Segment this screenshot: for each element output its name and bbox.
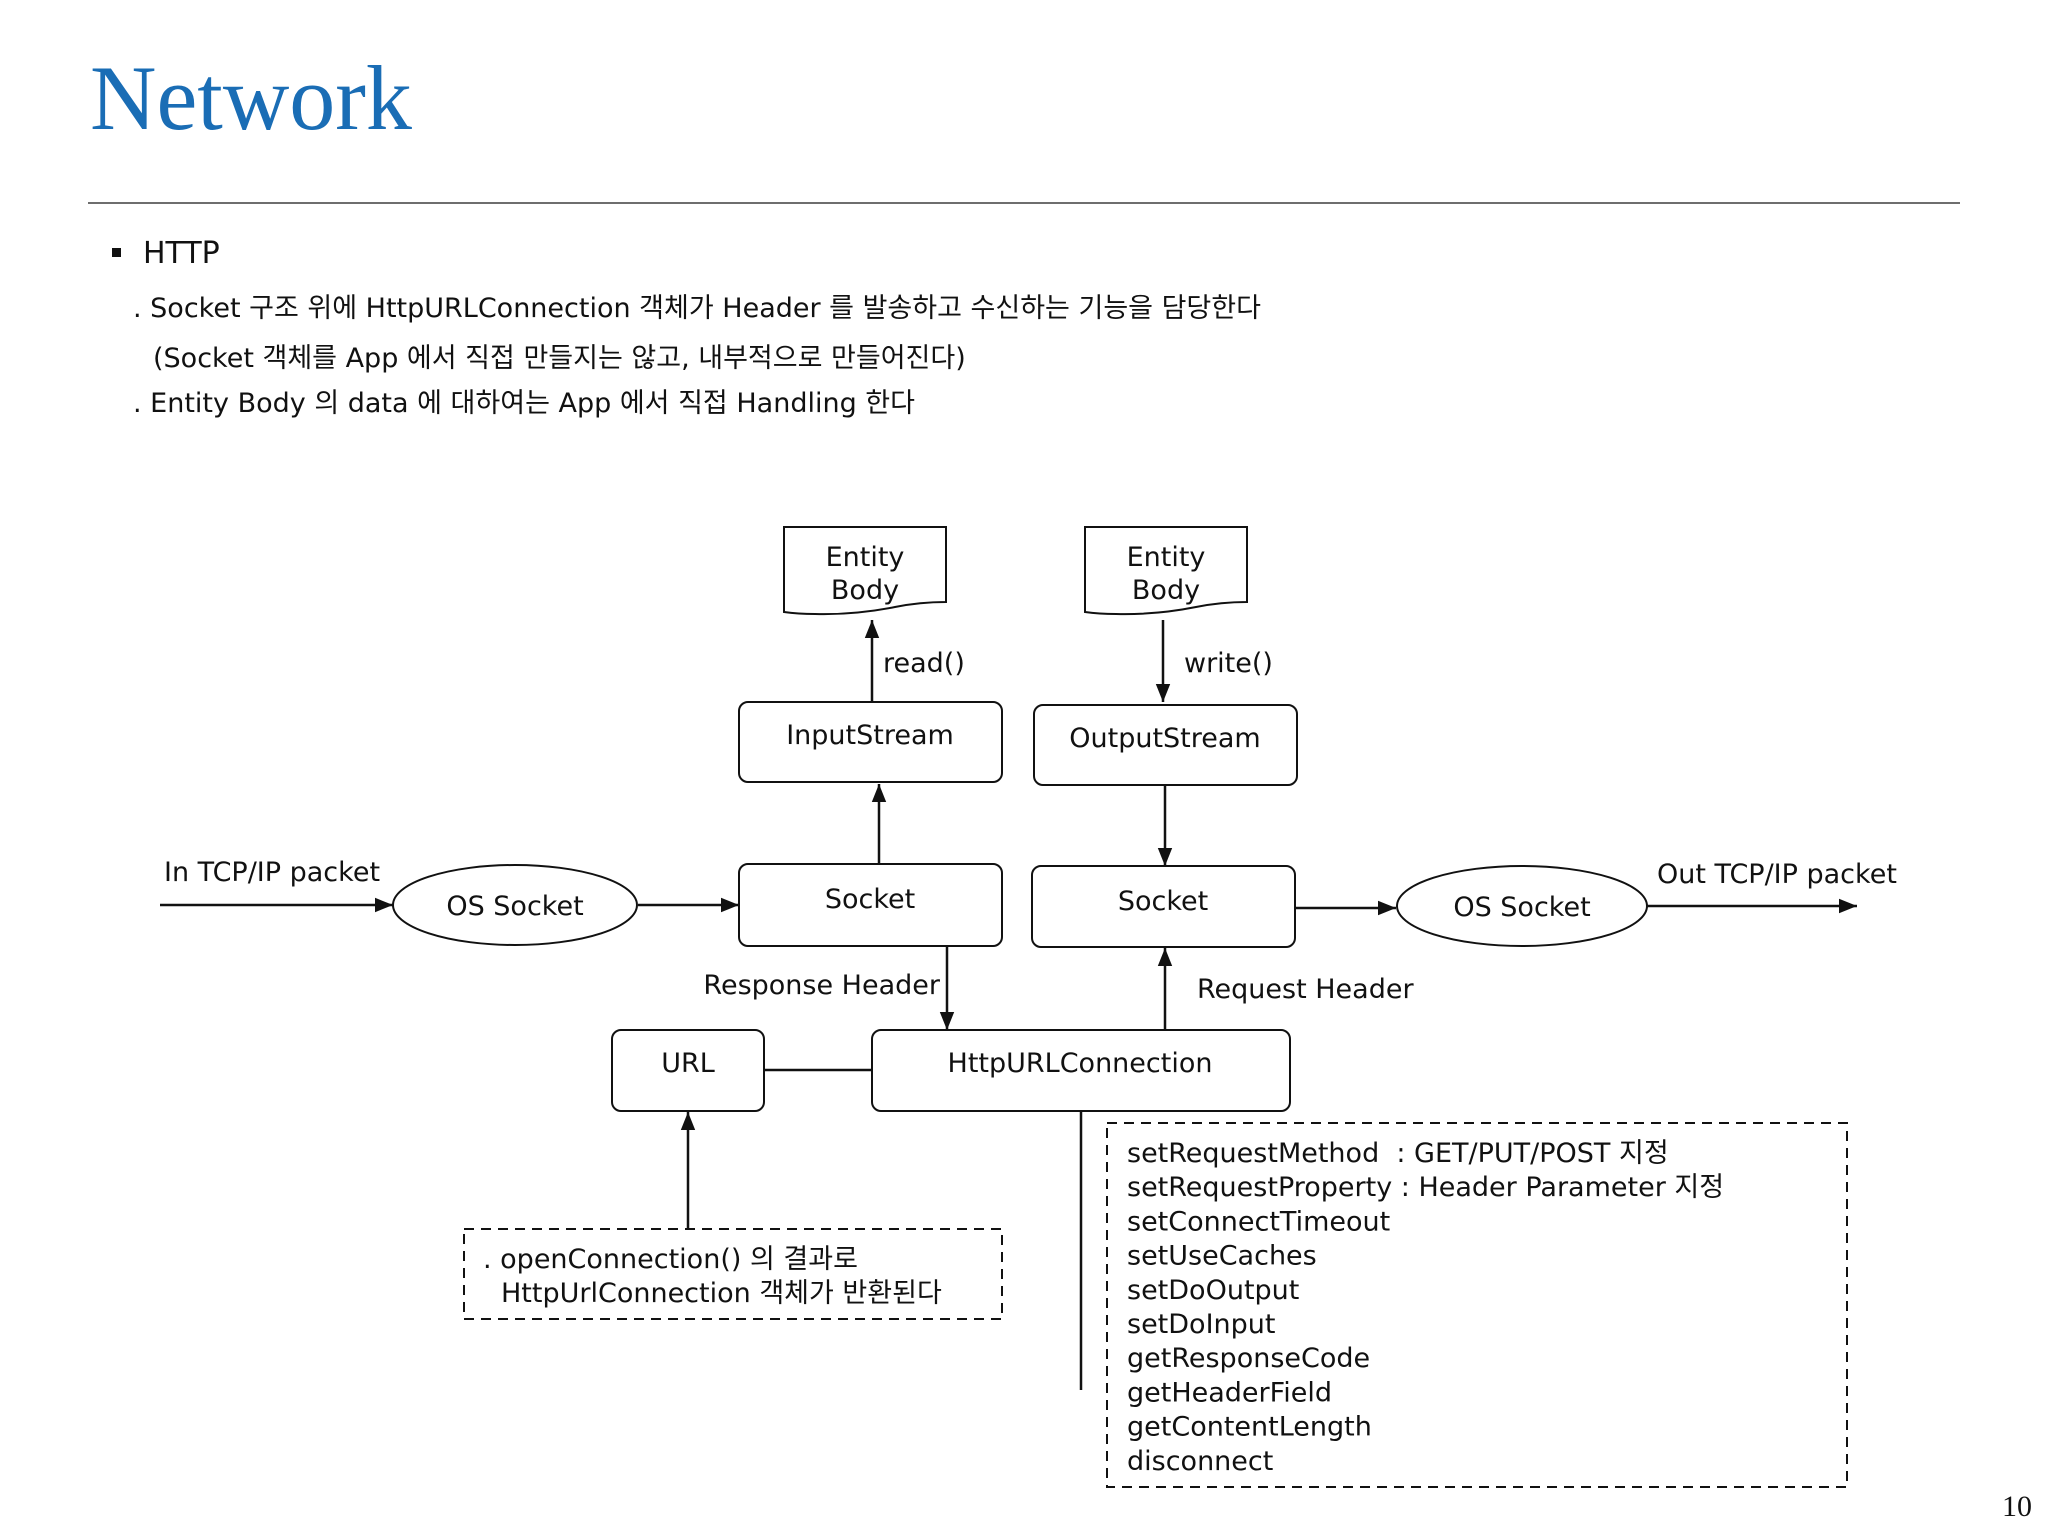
method-item: getHeaderField [1127, 1377, 1332, 1408]
title-divider [88, 202, 1960, 204]
socket-out-label: Socket [1118, 886, 1208, 917]
open-connection-note-line2: HttpUrlConnection 객체가 반환된다 [501, 1278, 942, 1309]
input-stream-box [738, 701, 1003, 783]
method-item: setDoInput [1127, 1309, 1276, 1340]
methods-box [1106, 1122, 1848, 1488]
method-item: setRequestProperty : Header Parameter 지정 [1127, 1172, 1724, 1203]
url-label: URL [661, 1048, 715, 1079]
open-connection-note-line1: . openConnection() 의 결과로 [483, 1244, 858, 1275]
os-socket-in-label: OS Socket [446, 891, 583, 922]
method-item: getContentLength [1127, 1412, 1372, 1443]
method-item: disconnect [1127, 1446, 1273, 1477]
input-stream-label: InputStream [786, 720, 954, 751]
entity-body-in-line2: Body [831, 575, 899, 606]
write-label: write() [1184, 648, 1273, 679]
socket-out-box [1031, 865, 1296, 948]
response-header-label: Response Header [703, 970, 940, 1001]
method-item: setRequestMethod : GET/PUT/POST 지정 [1127, 1138, 1669, 1169]
open-connection-note-box [463, 1228, 1003, 1320]
method-item: setUseCaches [1127, 1241, 1317, 1272]
entity-body-in-line1: Entity [826, 542, 905, 573]
body-line-3: . Entity Body 의 data 에 대하여는 App 에서 직접 Ha… [133, 388, 915, 419]
socket-in-box [738, 863, 1003, 947]
bullet-square [112, 248, 121, 257]
out-packet-label: Out TCP/IP packet [1657, 859, 1897, 890]
http-url-connection-label: HttpURLConnection [948, 1048, 1213, 1079]
bullet-heading: HTTP [143, 236, 220, 271]
os-socket-out-label: OS Socket [1453, 892, 1590, 923]
entity-body-out: Entity Body [1084, 526, 1248, 616]
output-stream-label: OutputStream [1069, 723, 1260, 754]
page-number: 10 [2002, 1490, 2032, 1523]
methods-list: setRequestMethod : GET/PUT/POST 지정setReq… [1127, 1138, 1724, 1477]
read-label: read() [883, 648, 965, 679]
output-stream-box [1033, 704, 1298, 786]
in-packet-label: In TCP/IP packet [164, 857, 380, 888]
method-item: setDoOutput [1127, 1275, 1299, 1306]
body-line-2: (Socket 객체를 App 에서 직접 만들지는 않고, 내부적으로 만들어… [153, 343, 966, 374]
entity-body-out-line2: Body [1132, 575, 1200, 606]
os-socket-in [392, 864, 638, 946]
body-line-1: . Socket 구조 위에 HttpURLConnection 객체가 Hea… [133, 293, 1261, 324]
entity-body-out-line1: Entity [1127, 542, 1206, 573]
page-title: Network [90, 47, 412, 149]
request-header-label: Request Header [1197, 974, 1414, 1005]
method-item: setConnectTimeout [1127, 1206, 1390, 1237]
socket-in-label: Socket [825, 884, 915, 915]
method-item: getResponseCode [1127, 1343, 1370, 1374]
entity-body-in: Entity Body [783, 526, 947, 616]
